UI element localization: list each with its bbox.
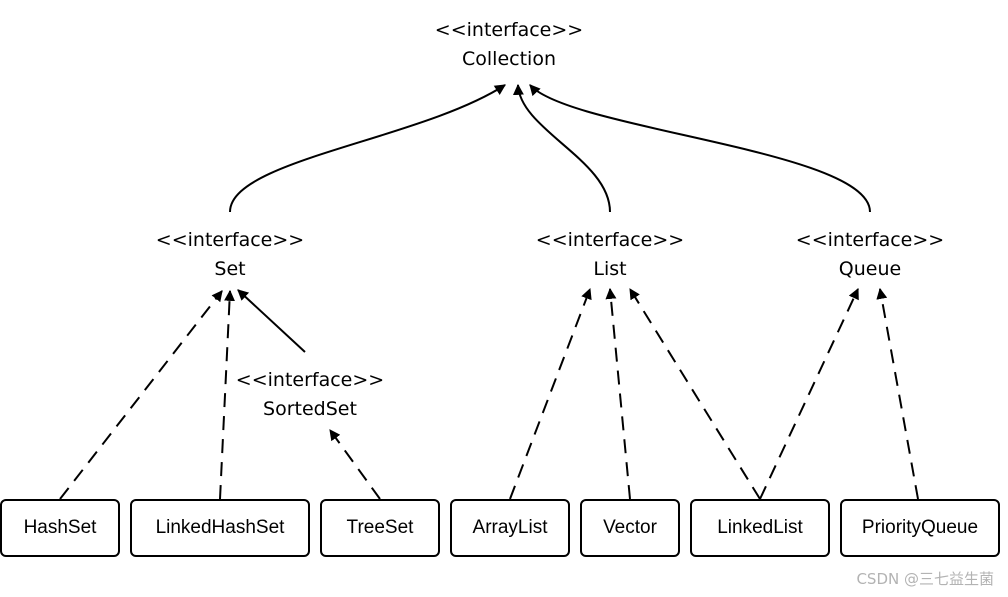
interface-name: Collection (462, 48, 556, 70)
stereotype-label: <<interface>> (434, 19, 584, 41)
class-vector: Vector (580, 499, 680, 557)
interface-name: List (593, 258, 627, 280)
interface-queue: <<interface>> Queue (770, 226, 970, 284)
edge-arraylist-list (509, 287, 592, 500)
interface-sortedset: <<interface>> SortedSet (210, 366, 410, 424)
interface-collection: <<interface>> Collection (409, 16, 609, 74)
interface-name: SortedSet (263, 398, 357, 420)
edge-treeset-sortedset (329, 429, 381, 500)
class-priorityqueue: PriorityQueue (840, 499, 1000, 557)
edge-queue-collection (529, 84, 871, 213)
watermark: CSDN @三七益生菌 (856, 570, 994, 588)
stereotype-label: <<interface>> (155, 229, 305, 251)
edge-set-collection (229, 84, 506, 213)
interface-set: <<interface>> Set (130, 226, 330, 284)
edge-priorityqueue-queue (876, 287, 919, 500)
interface-name: Set (214, 258, 246, 280)
edge-linkedlist-list (629, 288, 761, 500)
interface-list: <<interface>> List (510, 226, 710, 284)
class-linkedlist: LinkedList (690, 499, 830, 557)
class-linkedhashset: LinkedHashSet (130, 499, 310, 557)
edge-list-collection (512, 83, 611, 213)
edge-vector-list (605, 287, 631, 500)
edge-hashset-set (59, 290, 223, 500)
class-arraylist: ArrayList (450, 499, 570, 557)
interface-name: Queue (838, 258, 902, 280)
edge-sortedset-set (237, 289, 306, 353)
stereotype-label: <<interface>> (535, 229, 685, 251)
stereotype-label: <<interface>> (235, 369, 385, 391)
stereotype-label: <<interface>> (795, 229, 945, 251)
edge-linkedhashset-set (219, 289, 236, 500)
class-hashset: HashSet (0, 499, 120, 557)
edge-linkedlist-queue (759, 288, 859, 500)
class-treeset: TreeSet (320, 499, 440, 557)
